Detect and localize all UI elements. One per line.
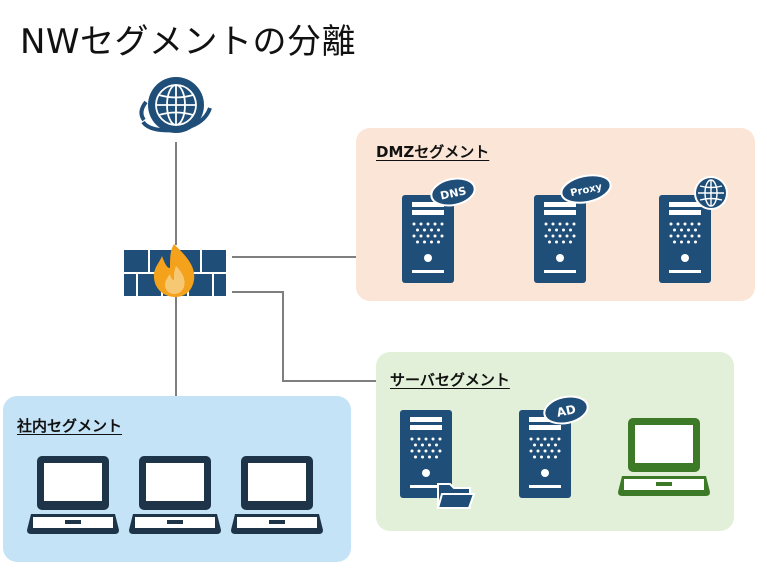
internal-laptop-3 [231, 456, 323, 534]
laptop-icon [618, 418, 710, 496]
folder-icon [436, 483, 476, 509]
web-server [659, 176, 728, 283]
globe-icon [694, 176, 728, 210]
dmz-segment-label: DMZセグメント [376, 143, 490, 161]
page-title: NWセグメントの分離 [20, 22, 357, 62]
proxy-badge: Proxy [560, 174, 612, 204]
proxy-server: Proxy [534, 174, 612, 283]
internal-segment-label: 社内セグメント [17, 417, 123, 435]
dns-badge: DNS [430, 177, 476, 207]
connection-lines [175, 142, 376, 396]
ad-server: AD [519, 395, 589, 498]
internal-laptop-1 [27, 456, 119, 534]
file-server [400, 410, 476, 509]
ad-badge-text: AD [555, 402, 577, 420]
server-segment-label: サーバセグメント [390, 371, 510, 389]
internet-globe-icon [139, 77, 212, 133]
internal-laptop-2 [129, 456, 221, 534]
dns-badge-text: DNS [439, 184, 467, 202]
firewall-icon [124, 244, 226, 297]
ad-badge: AD [543, 395, 589, 425]
dns-server: DNS [402, 177, 476, 283]
